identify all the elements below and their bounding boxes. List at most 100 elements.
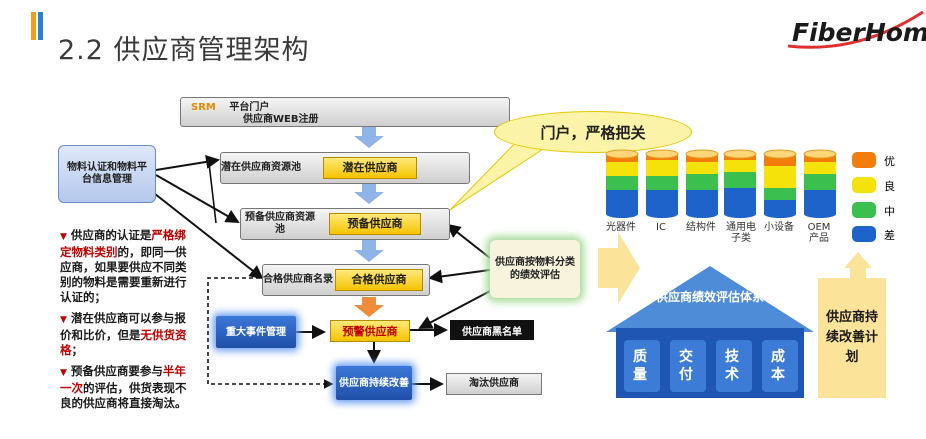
srm-portal-label: 平台门户 bbox=[229, 102, 270, 113]
category-cylinders bbox=[605, 149, 837, 218]
legend-label-excellent: 优 bbox=[884, 155, 895, 168]
bullet-icon: ▼ bbox=[60, 232, 67, 242]
cylinder-base bbox=[686, 210, 718, 218]
cylinder-segment bbox=[724, 188, 756, 214]
callout-bubble: 门户，严格把关 bbox=[494, 111, 692, 153]
notes-list: ▼供应商的认证是严格绑定物料类别的，即同一供应商，如果要供应不同类别的物料是需要… bbox=[60, 228, 192, 411]
company-logo: FiberHome bbox=[792, 18, 926, 47]
bullet-icon: ▼ bbox=[60, 315, 67, 325]
cylinder-segment bbox=[606, 176, 638, 190]
house-title: 供应商绩效评估体系 bbox=[640, 290, 780, 305]
category-label-5: 小设备 bbox=[764, 222, 794, 233]
note-1-part-2: 严格绑定物料类别 bbox=[60, 228, 186, 259]
bullet-icon: ▼ bbox=[60, 368, 67, 378]
cylinder-top bbox=[605, 149, 639, 159]
stage-prepared-label: 预备供应商资源池 bbox=[245, 212, 315, 235]
note-2-part-3: ； bbox=[71, 343, 84, 357]
cylinder-top bbox=[685, 149, 719, 159]
title-accent-orange bbox=[31, 12, 36, 40]
cylinder-segment bbox=[764, 188, 796, 200]
performance-eval-box: 供应商按物料分类的绩效评估 bbox=[490, 240, 580, 298]
pillar-technology: 技术 bbox=[716, 340, 752, 392]
eliminated-supplier-box: 淘汰供应商 bbox=[446, 373, 542, 395]
note-item-3: ▼预备供应商要参与半年一次的评估，供货表现不良的供应商将直接淘汰。 bbox=[60, 364, 192, 411]
pillar-delivery-label: 交付 bbox=[679, 349, 693, 383]
major-event-label: 重大事件管理 bbox=[226, 326, 286, 338]
stage-prepared-pool: 预备供应商资源池 预备供应商 bbox=[240, 208, 450, 240]
pillar-quality-label: 质量 bbox=[633, 349, 647, 383]
category-label-3: 结构件 bbox=[686, 222, 716, 233]
cylinder-base bbox=[646, 210, 678, 218]
category-label-1: 光器件 bbox=[606, 222, 636, 233]
cylinder-segment bbox=[646, 176, 678, 190]
cylinder-top bbox=[763, 149, 797, 159]
note-item-1: ▼供应商的认证是严格绑定物料类别的，即同一供应商，如果要供应不同类别的物料是需要… bbox=[60, 228, 192, 305]
category-label-4: 通用电子类 bbox=[726, 222, 756, 244]
continuous-improve-box: 供应商持续改善 bbox=[336, 366, 412, 400]
legend-label-good: 良 bbox=[884, 180, 895, 193]
category-label-2: IC bbox=[656, 222, 666, 233]
material-cert-box: 物料认证和物料平台信息管理 bbox=[58, 145, 156, 203]
pillar-cost: 成本 bbox=[762, 340, 798, 392]
house-title-label: 供应商绩效评估体系 bbox=[655, 290, 764, 304]
category-labels: 光器件 IC 结构件 通用电子类 小设备 OEM产品 bbox=[600, 222, 840, 252]
cylinder-top bbox=[723, 149, 757, 159]
page-title: 2.2 供应商管理架构 bbox=[58, 35, 310, 66]
stage-qualified-list: 合格供应商名录 合格供应商 bbox=[262, 264, 430, 296]
legend-swatch-fair bbox=[852, 202, 876, 218]
legend-label-poor: 差 bbox=[884, 229, 895, 242]
cylinder-base bbox=[724, 210, 756, 218]
cylinder-segment bbox=[804, 174, 836, 190]
badge-qualified-supplier: 合格供应商 bbox=[335, 269, 423, 291]
cylinder-segment bbox=[686, 162, 718, 174]
cylinder-base bbox=[804, 210, 836, 218]
stage-potential-label: 潜在供应商资源池 bbox=[221, 162, 301, 173]
improve-plan-label: 供应商持续改善计划 bbox=[825, 310, 878, 365]
logo-swoosh-icon bbox=[787, 10, 924, 49]
note-3-part-2: 半年一次 bbox=[60, 364, 186, 395]
stage-qualified-label: 合格供应商名录 bbox=[263, 274, 333, 285]
grade-legend: 优 良 中 差 bbox=[852, 152, 912, 242]
cylinder-segment bbox=[646, 160, 678, 176]
srm-tag: SRM bbox=[191, 102, 216, 113]
cylinder-top bbox=[645, 149, 679, 159]
stage-potential-pool: 潜在供应商资源池 潜在供应商 bbox=[220, 152, 470, 184]
cylinder-segment bbox=[764, 166, 796, 188]
note-1-part-3: 的，即同一供应商，如果要供应不同类别的物料是需要重新进行认证的； bbox=[60, 245, 187, 304]
cylinder-base bbox=[764, 210, 796, 218]
improve-plan-box: 供应商持续改善计划 bbox=[818, 278, 886, 398]
cylinder-segment bbox=[724, 160, 756, 172]
cylinder-segment bbox=[724, 172, 756, 188]
warning-supplier-label: 预警供应商 bbox=[342, 325, 398, 338]
pillar-technology-label: 技术 bbox=[725, 349, 739, 383]
warning-supplier-badge: 预警供应商 bbox=[330, 320, 410, 342]
badge-potential-supplier: 潜在供应商 bbox=[323, 157, 417, 179]
blacklist-label: 供应商黑名单 bbox=[462, 326, 522, 338]
callout-text: 门户，严格把关 bbox=[540, 123, 646, 142]
cylinder-base bbox=[606, 210, 638, 218]
note-3-part-1: 预备供应商要参与 bbox=[70, 364, 163, 378]
category-label-6: OEM产品 bbox=[807, 222, 831, 244]
srm-register-label: 供应商WEB注册 bbox=[243, 114, 319, 125]
badge-prepared-supplier: 预备供应商 bbox=[329, 213, 421, 235]
cylinder-segment bbox=[764, 200, 796, 214]
cylinder-segment bbox=[606, 162, 638, 176]
material-cert-label: 物料认证和物料平台信息管理 bbox=[67, 162, 147, 185]
performance-eval-label: 供应商按物料分类的绩效评估 bbox=[495, 257, 575, 281]
blacklist-box: 供应商黑名单 bbox=[450, 320, 534, 340]
pillar-quality: 质量 bbox=[624, 340, 660, 392]
cylinder-segment bbox=[804, 162, 836, 174]
legend-swatch-good bbox=[852, 177, 876, 193]
cylinder-top bbox=[803, 149, 837, 159]
note-2-part-1: 潜在供应商可以参与报价和比价，但是 bbox=[60, 311, 186, 342]
cylinder-segment bbox=[686, 174, 718, 190]
major-event-box: 重大事件管理 bbox=[216, 316, 296, 348]
pillar-cost-label: 成本 bbox=[771, 349, 785, 383]
note-1-part-1: 供应商的认证是 bbox=[70, 228, 152, 242]
legend-swatch-poor bbox=[852, 226, 876, 242]
eliminated-supplier-label: 淘汰供应商 bbox=[469, 378, 519, 389]
note-item-2: ▼潜在供应商可以参与报价和比价，但是无供货资格； bbox=[60, 311, 192, 358]
legend-label-fair: 中 bbox=[884, 205, 895, 218]
note-2-part-2: 无供货资格 bbox=[60, 328, 187, 357]
legend-swatch-excellent bbox=[852, 152, 876, 168]
